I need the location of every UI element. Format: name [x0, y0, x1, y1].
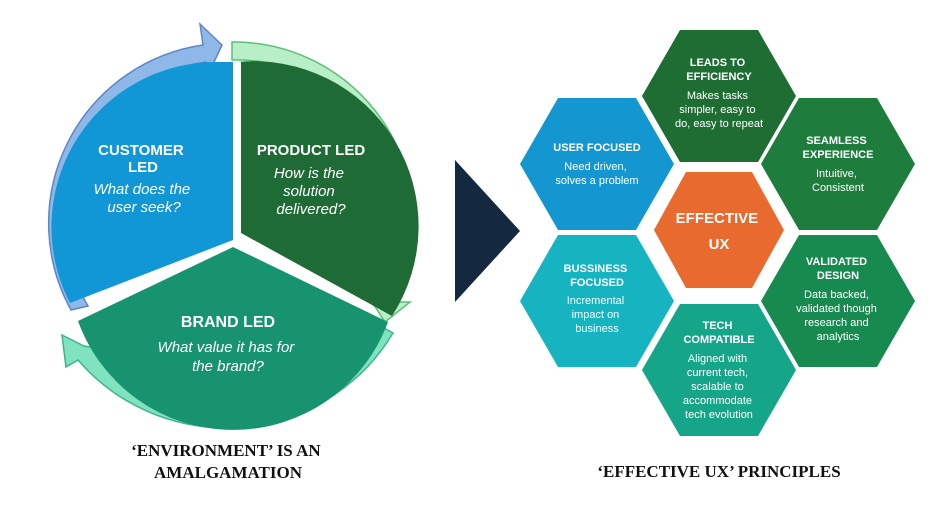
product-led-question: How is the solution delivered?: [274, 165, 348, 218]
hex-tech-compatible: [642, 304, 796, 436]
customer-led-segment: [51, 61, 233, 303]
validated-description: Data backed, validated though research a…: [796, 289, 880, 343]
validated-title: VALIDATED DESIGN: [806, 256, 870, 282]
business-title: BUSSINESS FOCUSED: [564, 263, 631, 289]
hex-business-focused: [520, 235, 674, 367]
brand-led-title: BRAND LED: [181, 314, 275, 331]
business-description: Incremental impact on business: [567, 295, 628, 335]
efficiency-title: LEADS TO EFFICIENCY: [686, 57, 752, 83]
principles-caption: ‘EFFECTIVE UX’ PRINCIPLES: [597, 462, 840, 481]
efficiency-description: Makes tasks simpler, easy to do, easy to…: [675, 90, 763, 130]
seamless-description: Intuitive, Consistent: [812, 168, 864, 194]
hex-effective-ux: [654, 172, 784, 288]
product-led-segment: [237, 61, 419, 316]
hex-leads-to-efficiency: [642, 30, 796, 162]
effective-ux-label: EFFECTIVE UX: [676, 210, 763, 253]
environment-cycle: CUSTOMER LED What does the user seek? PR…: [47, 21, 419, 430]
user-focused-title: USER FOCUSED: [553, 142, 640, 154]
brand-led-segment: [78, 247, 388, 430]
hex-user-focused: [520, 98, 674, 230]
connector-arrow: [455, 160, 520, 302]
tech-description: Aligned with current tech, scalable to a…: [683, 353, 755, 421]
customer-led-question: What does the user seek?: [94, 181, 195, 216]
product-led-title: PRODUCT LED: [257, 142, 366, 159]
customer-led-title: CUSTOMER LED: [98, 142, 188, 176]
tech-title: TECH COMPATIBLE: [683, 320, 754, 346]
brand-led-question: What value it has for the brand?: [158, 339, 299, 375]
hex-validated-design: [761, 235, 915, 367]
environment-caption: ‘ENVIRONMENT’ IS AN AMALGAMATION: [131, 441, 325, 482]
hex-seamless-experience: [761, 98, 915, 230]
seamless-title: SEAMLESS EXPERIENCE: [803, 135, 874, 161]
user-focused-description: Need driven, solves a problem: [555, 161, 638, 187]
principles-hex-cluster: LEADS TO EFFICIENCY Makes tasks simpler,…: [520, 30, 915, 436]
